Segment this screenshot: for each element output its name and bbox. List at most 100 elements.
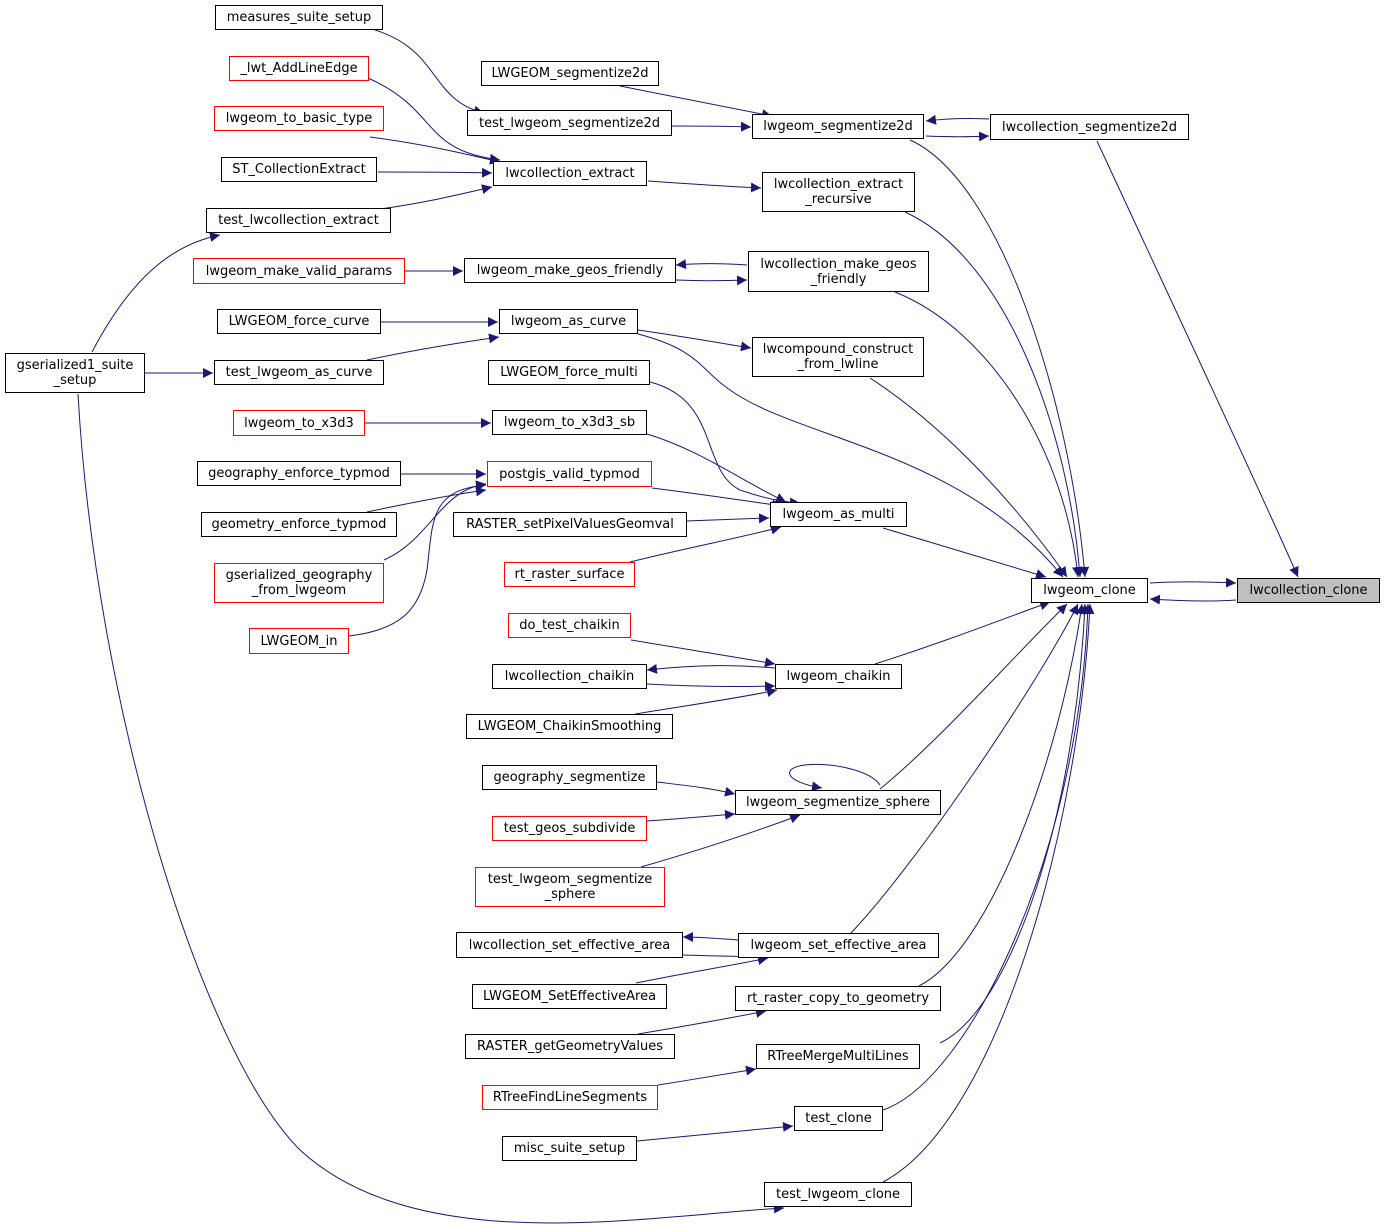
edge-rt_raster_surface-to-lwgeom_as_multi	[629, 524, 782, 563]
edge-lwcollection_segmentize2d-to-lwcollection_clone	[1096, 140, 1299, 578]
edge-RASTER_getGeometryValues-to-rt_raster_copy_to_geometry	[637, 1008, 767, 1035]
node-test-clone[interactable]: test_clone	[794, 1106, 883, 1131]
node-lwcollection-chaikin[interactable]: lwcollection_chaikin	[492, 664, 647, 689]
edge-lwgeom_chaikin-to-lwgeom_clone	[874, 600, 1051, 665]
node-lwgeom-make-valid-params[interactable]: lwgeom_make_valid_params	[193, 258, 405, 284]
edge-misc_suite_setup-to-test_clone	[636, 1121, 794, 1142]
node-lwcollection-make-geos-friendly[interactable]: lwcollection_make_geos _friendly	[748, 251, 929, 292]
node-gserialized-geography-from-lwgeom[interactable]: gserialized_geography _from_lwgeom	[214, 563, 384, 603]
node-geography-segmentize[interactable]: geography_segmentize	[482, 765, 657, 790]
node-lwgeom-segmentize-sphere[interactable]: lwgeom_segmentize_sphere	[735, 790, 941, 815]
node-lwgeom-chaikinsmoothing[interactable]: LWGEOM_ChaikinSmoothing	[466, 714, 673, 739]
edge-LWGEOM_force_multi-to-lwgeom_as_multi	[649, 381, 801, 508]
node-st-collectionextract[interactable]: ST_CollectionExtract	[221, 157, 377, 182]
edge-_lwt_AddLineEdge-to-lwcollection_extract	[367, 77, 501, 164]
edge-LWGEOM_in-to-postgis_valid_typmod	[348, 480, 487, 637]
edge-lwcollection_segmentize2d-to-lwgeom_segmentize2d	[925, 114, 990, 125]
edge-lwgeom_to_basic_type-to-lwcollection_extract	[369, 136, 501, 165]
node-lwgeom-chaikin[interactable]: lwgeom_chaikin	[775, 664, 902, 689]
edge-lwgeom_segmentize2d-to-lwgeom_clone	[909, 139, 1090, 578]
node-lwgeom-clone[interactable]: lwgeom_clone	[1031, 578, 1148, 603]
edge-LWGEOM_SetEffectiveArea-to-lwgeom_set_effective_area	[635, 955, 769, 984]
node-lwcollection-extract[interactable]: lwcollection_extract	[493, 161, 647, 186]
edge-postgis_valid_typmod-to-lwgeom_as_multi	[651, 487, 783, 510]
edge-geography_segmentize-to-lwgeom_segmentize_sphere	[656, 781, 736, 797]
edge-lwgeom_as_multi-to-lwgeom_clone	[882, 527, 1047, 579]
node-lwgeom-set-effective-area[interactable]: lwgeom_set_effective_area	[738, 933, 939, 958]
node-lwcollection-clone: lwcollection_clone	[1237, 578, 1380, 603]
edge-lwcollection_make_geos_friendly-to-lwgeom_make_geos_friendly	[675, 259, 748, 270]
node-lwcollection-segmentize2d[interactable]: lwcollection_segmentize2d	[990, 114, 1189, 140]
node-test-lwcollection-extract[interactable]: test_lwcollection_extract	[206, 208, 391, 233]
edge-lwcollection_extract-to-lwcollection_extract_recursive	[647, 180, 762, 193]
edge-RASTER_setPixelValuesGeomval-to-lwgeom_as_multi	[685, 513, 770, 524]
edge-lwgeom_segmentize_sphere-to-lwgeom_clone	[879, 603, 1068, 790]
edge-LWGEOM_ChaikinSmoothing-to-lwgeom_chaikin	[634, 687, 778, 715]
node-lwgeom-segmentize2d[interactable]: LWGEOM_segmentize2d	[481, 61, 659, 86]
edge-gserialized1_suite_setup-to-test_lwgeom_clone	[77, 393, 785, 1224]
edge-lwgeom_as_curve-to-lwcompound_construct_from_lwline	[637, 329, 752, 352]
node-lwgeom-in[interactable]: LWGEOM_in	[249, 628, 349, 654]
node-lwcompound-construct-from-lwline[interactable]: lwcompound_construct _from_lwline	[752, 337, 924, 377]
edge-gserialized1_suite_setup-to-test_lwcollection_extract	[91, 232, 221, 353]
edge-lwcollection_extract_recursive-to-lwgeom_clone	[904, 211, 1085, 578]
edge-lwcollection_chaikin-to-lwgeom_chaikin	[646, 681, 776, 692]
edge-rt_raster_copy_to_geometry-to-lwgeom_clone	[918, 603, 1086, 987]
node-lwcollection-set-effective-area[interactable]: lwcollection_set_effective_area	[456, 932, 683, 958]
node-lwgeom-seteffectivearea[interactable]: LWGEOM_SetEffectiveArea	[472, 984, 667, 1009]
edge-test_lwcollection_extract-to-lwcollection_extract	[379, 184, 493, 210]
edge-lwcompound_construct_from_lwline-to-lwgeom_clone	[869, 377, 1068, 578]
edge-lwgeom_clone-to-lwcollection_clone	[1149, 577, 1237, 588]
node-do-test-chaikin[interactable]: do_test_chaikin	[508, 613, 631, 638]
edge-lwgeom_set_effective_area-to-lwcollection_set_effective_area	[682, 932, 739, 943]
node-lwgeom-as-curve[interactable]: lwgeom_as_curve	[499, 309, 638, 334]
node-lwgeom-as-multi[interactable]: lwgeom_as_multi	[770, 502, 907, 527]
node-postgis-valid-typmod[interactable]: postgis_valid_typmod	[487, 461, 652, 487]
edge-test_lwgeom_segmentize2d-to-lwgeom_segmentize2d	[671, 121, 752, 132]
node-gserialized1-suite-setup[interactable]: gserialized1_suite _setup	[5, 353, 145, 393]
node-rt-raster-surface[interactable]: rt_raster_surface	[504, 562, 635, 587]
node-test-lwgeom-segmentize-sphere[interactable]: test_lwgeom_segmentize _sphere	[475, 867, 665, 907]
edge-lwgeom_segmentize2d-to-lwcollection_segmentize2d	[925, 131, 990, 142]
edge-geometry_enforce_typmod-to-postgis_valid_typmod	[366, 486, 487, 513]
edge-test_geos_subdivide-to-lwgeom_segmentize_sphere	[646, 809, 736, 822]
node-lwgeom-to-x3d3-sb[interactable]: lwgeom_to_x3d3_sb	[492, 410, 647, 435]
node--lwt-addlineedge[interactable]: _lwt_AddLineEdge	[229, 56, 369, 81]
edge-lwgeom_chaikin-to-lwcollection_chaikin	[646, 663, 776, 674]
node-lwgeom-segmentize2d[interactable]: lwgeom_segmentize2d	[752, 114, 924, 139]
edge-measures_suite_setup-to-test_lwgeom_segmentize2d	[374, 29, 485, 116]
node-rtreefindlinesegments[interactable]: RTreeFindLineSegments	[482, 1085, 658, 1110]
edge-test_lwgeom_segmentize_sphere-to-lwgeom_segmentize_sphere	[640, 813, 801, 868]
node-lwgeom-to-basic-type[interactable]: lwgeom_to_basic_type	[214, 106, 384, 131]
node-misc-suite-setup[interactable]: misc_suite_setup	[502, 1136, 637, 1161]
node-lwgeom-make-geos-friendly[interactable]: lwgeom_make_geos_friendly	[464, 258, 676, 283]
edge-test_lwgeom_clone-to-lwgeom_clone	[882, 603, 1095, 1183]
edge-lwcollection_make_geos_friendly-to-lwgeom_clone	[894, 291, 1082, 578]
node-measures-suite-setup[interactable]: measures_suite_setup	[215, 5, 383, 30]
edge-test_clone-to-lwgeom_clone	[882, 603, 1093, 1111]
node-lwgeom-force-multi[interactable]: LWGEOM_force_multi	[488, 360, 650, 385]
edge-do_test_chaikin-to-lwgeom_chaikin	[630, 639, 776, 668]
node-raster-getgeometryvalues[interactable]: RASTER_getGeometryValues	[465, 1034, 675, 1059]
node-test-geos-subdivide[interactable]: test_geos_subdivide	[492, 816, 647, 841]
edge-ST_CollectionExtract-to-lwcollection_extract	[377, 167, 493, 178]
edge-lwgeom_segmentize_sphere-to-lwgeom_segmentize_sphere	[789, 763, 881, 792]
node-geography-enforce-typmod[interactable]: geography_enforce_typmod	[197, 461, 401, 486]
node-raster-setpixelvaluesgeomval[interactable]: RASTER_setPixelValuesGeomval	[453, 512, 687, 537]
node-lwcollection-extract-recursive[interactable]: lwcollection_extract _recursive	[762, 172, 915, 212]
node-rtreemergemultilines[interactable]: RTreeMergeMultiLines	[756, 1044, 920, 1069]
node-lwgeom-to-x3d3[interactable]: lwgeom_to_x3d3	[233, 410, 365, 436]
node-lwgeom-force-curve[interactable]: LWGEOM_force_curve	[217, 309, 381, 334]
node-test-lwgeom-segmentize2d[interactable]: test_lwgeom_segmentize2d	[467, 110, 672, 136]
edge-RTreeMergeMultiLines-to-lwgeom_clone	[939, 603, 1090, 1044]
node-test-lwgeom-as-curve[interactable]: test_lwgeom_as_curve	[214, 360, 384, 385]
edge-LWGEOM_segmentize2d-to-lwgeom_segmentize2d	[619, 85, 773, 120]
edge-lwgeom_as_curve-to-lwgeom_clone	[637, 333, 1064, 578]
node-geometry-enforce-typmod[interactable]: geometry_enforce_typmod	[201, 512, 397, 537]
node-test-lwgeom-clone[interactable]: test_lwgeom_clone	[764, 1182, 912, 1207]
edge-test_lwgeom_as_curve-to-lwgeom_as_curve	[366, 333, 500, 361]
edge-lwcollection_clone-to-lwgeom_clone	[1149, 594, 1237, 605]
edge-lwgeom_set_effective_area-to-lwgeom_clone	[850, 603, 1079, 934]
node-rt-raster-copy-to-geometry[interactable]: rt_raster_copy_to_geometry	[735, 986, 941, 1011]
